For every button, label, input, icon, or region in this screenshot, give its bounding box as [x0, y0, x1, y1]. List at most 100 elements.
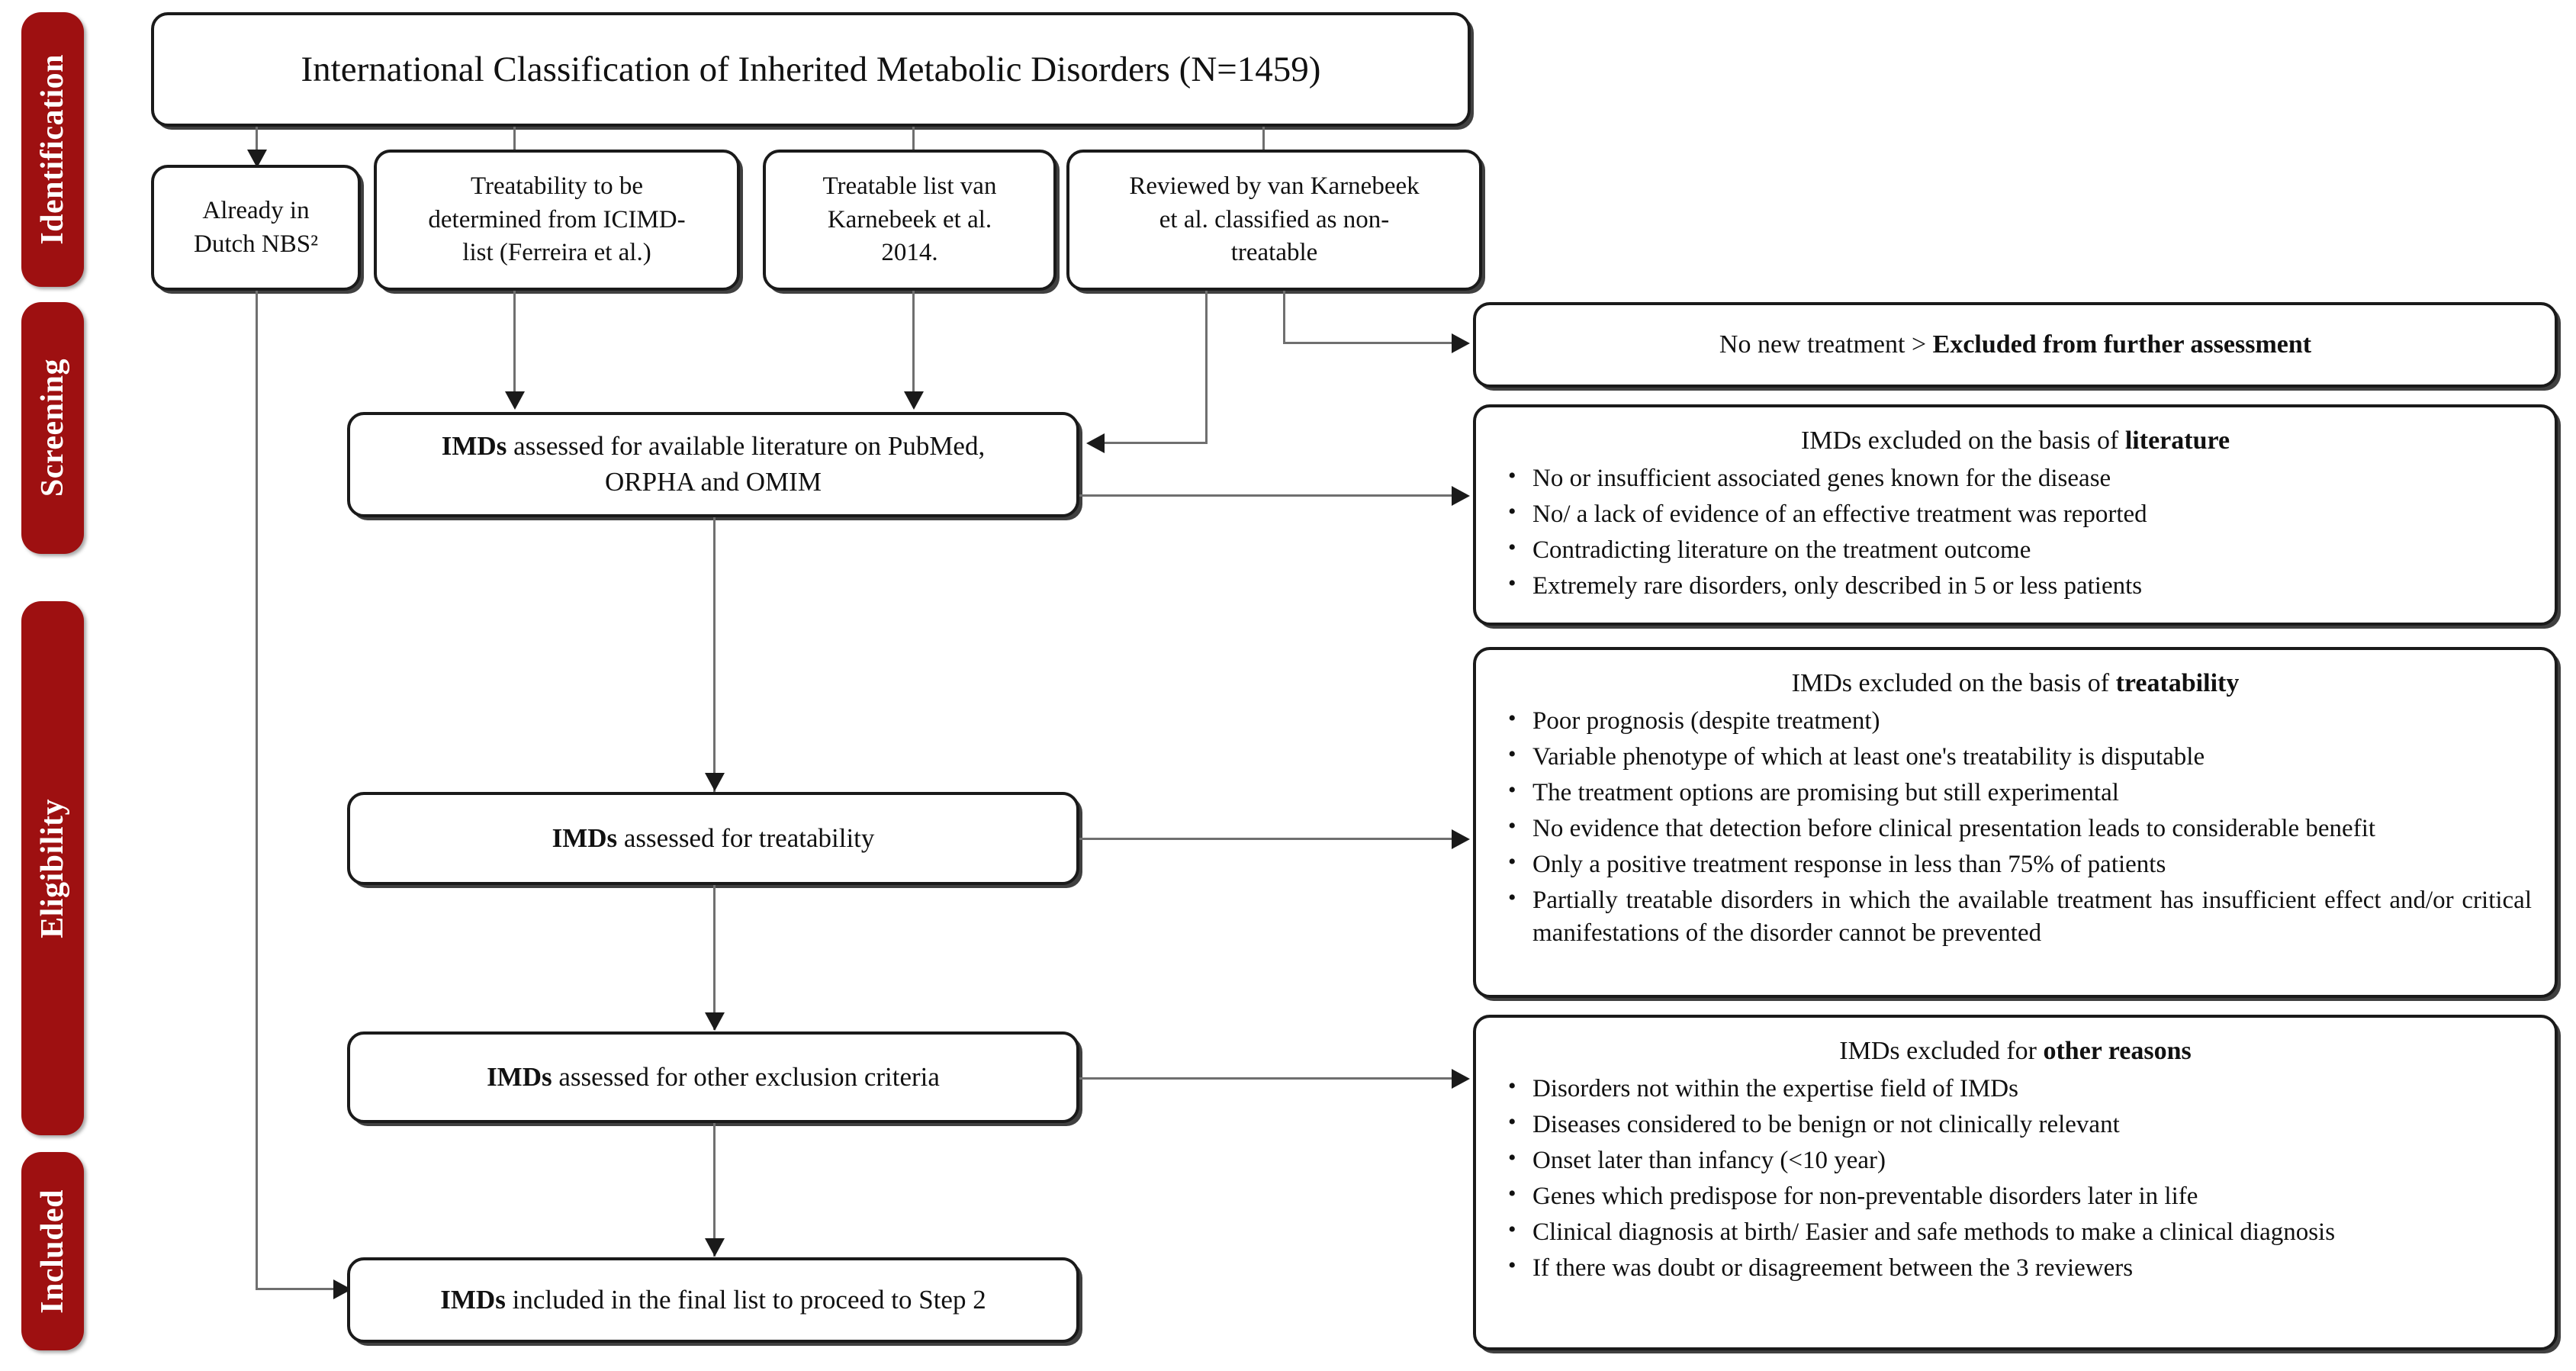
connector-source4-to-literature-v [1205, 291, 1208, 442]
arrow-source4-to-literature [1086, 433, 1105, 453]
literature-exclusions-heading-plain: IMDs excluded on the basis of [1800, 426, 2125, 455]
source4-line3: treatable [1230, 239, 1318, 267]
source4-line2: et al. classified as non- [1159, 205, 1390, 233]
literature-assessed-line2: ORPHA and OMIM [605, 467, 822, 497]
connector-source2-to-literature [513, 291, 516, 394]
treatability-exclusions-heading: IMDs excluded on the basis of treatabili… [1499, 667, 2532, 700]
exclusion-box-literature: IMDs excluded on the basis of literature… [1473, 404, 2558, 626]
connector-treatability-to-other [713, 885, 716, 1030]
literature-exclusions-heading-bold: literature [2124, 426, 2230, 455]
no-new-treatment-text: No new treatment > Excluded from further… [1490, 330, 2541, 359]
literature-assessed-bold: IMDs [441, 431, 507, 462]
connector-source4-to-nonewtreatment-v [1283, 291, 1285, 342]
other-criteria-rest: assessed for other exclusion criteria [552, 1061, 940, 1092]
treatability-exclusions-heading-bold: treatability [2115, 669, 2240, 697]
exclusion-box-no-new-treatment: No new treatment > Excluded from further… [1473, 302, 2558, 388]
list-item: Diseases considered to be benign or not … [1499, 1107, 2532, 1142]
treatability-assessed-text: IMDs assessed for treatability [364, 821, 1063, 857]
literature-assessed-rest: assessed for available literature on Pub… [507, 431, 986, 462]
no-new-treatment-plain: No new treatment > [1719, 330, 1933, 359]
flow-box-included-final: IMDs included in the final list to proce… [347, 1257, 1079, 1343]
connector-title-to-source3 [912, 127, 915, 154]
connector-literature-to-treatability [713, 517, 716, 792]
other-reasons-heading-plain: IMDs excluded for [1839, 1037, 2044, 1065]
arrow-other-to-excl [1452, 1069, 1470, 1089]
connector-source1-to-included [256, 1288, 339, 1290]
list-item: Genes which predispose for non-preventab… [1499, 1179, 2532, 1214]
source4-line1: Reviewed by van Karnebeek [1129, 172, 1420, 201]
connector-title-to-source4 [1262, 127, 1265, 154]
arrow-literature-to-treatability [705, 773, 725, 791]
connector-source1-down [256, 291, 258, 1289]
list-item: Contradicting literature on the treatmen… [1499, 533, 2532, 568]
no-new-treatment-bold: Excluded from further assessment [1932, 330, 2312, 359]
arrow-other-to-included [705, 1238, 725, 1257]
other-criteria-text: IMDs assessed for other exclusion criter… [364, 1060, 1063, 1096]
arrow-treatability-to-other [705, 1012, 725, 1031]
connector-treatability-to-excl [1079, 838, 1453, 840]
source2-line1: Treatability to be [470, 172, 644, 201]
treatability-assessed-bold: IMDs [552, 822, 618, 853]
treatability-exclusions-heading-plain: IMDs excluded on the basis of [1791, 669, 2116, 697]
treatability-assessed-rest: assessed for treatability [617, 822, 875, 853]
list-item: Only a positive treatment response in le… [1499, 847, 2532, 882]
literature-exclusions-heading: IMDs excluded on the basis of literature [1499, 424, 2532, 458]
arrow-source4-to-nonewtreatment [1452, 333, 1470, 353]
stage-bar-identification: Identification [21, 12, 84, 287]
list-item: Disorders not within the expertise field… [1499, 1071, 2532, 1106]
included-final-text: IMDs included in the final list to proce… [364, 1282, 1063, 1318]
source-box-treatability-icimd: Treatability to be determined from ICIMD… [374, 150, 740, 291]
list-item: Onset later than infancy (<10 year) [1499, 1143, 2532, 1178]
included-final-rest: included in the final list to proceed to… [505, 1284, 986, 1315]
source1-line1: Already in [202, 196, 310, 224]
source-box-treatable-list-2014: Treatable list van Karnebeek et al. 2014… [763, 150, 1056, 291]
exclusion-box-other-reasons: IMDs excluded for other reasons Disorder… [1473, 1015, 2558, 1350]
list-item: No evidence that detection before clinic… [1499, 811, 2532, 846]
source2-line2: determined from ICIMD- [428, 205, 686, 233]
treatability-exclusions-list: Poor prognosis (despite treatment) Varia… [1499, 703, 2532, 951]
list-item: Variable phenotype of which at least one… [1499, 739, 2532, 774]
title-text: International Classification of Inherite… [301, 49, 1321, 89]
connector-source4-to-literature-h [1105, 442, 1208, 444]
included-final-bold: IMDs [440, 1284, 506, 1315]
other-reasons-heading: IMDs excluded for other reasons [1499, 1035, 2532, 1068]
other-reasons-heading-bold: other reasons [2043, 1037, 2192, 1065]
flow-box-other-criteria: IMDs assessed for other exclusion criter… [347, 1031, 1079, 1123]
exclusion-box-treatability: IMDs excluded on the basis of treatabili… [1473, 647, 2558, 998]
other-reasons-list: Disorders not within the expertise field… [1499, 1071, 2532, 1286]
literature-exclusions-list: No or insufficient associated genes know… [1499, 461, 2532, 603]
source2-line3: list (Ferreira et al.) [462, 239, 651, 267]
connector-other-to-included [713, 1123, 716, 1257]
list-item: Clinical diagnosis at birth/ Easier and … [1499, 1215, 2532, 1250]
arrow-source3-to-literature [904, 391, 924, 410]
source-box-already-in-dutch-nbs: Already in Dutch NBS² [151, 165, 361, 291]
arrow-treatability-to-excl [1452, 829, 1470, 849]
list-item: No/ a lack of evidence of an effective t… [1499, 497, 2532, 532]
flow-box-treatability-assessed: IMDs assessed for treatability [347, 792, 1079, 885]
stage-bar-included: Included [21, 1152, 84, 1350]
list-item: If there was doubt or disagreement betwe… [1499, 1250, 2532, 1286]
list-item: Extremely rare disorders, only described… [1499, 568, 2532, 603]
source1-line2: Dutch NBS² [194, 230, 318, 258]
stage-label-screening: Screening [35, 359, 70, 497]
stage-label-included: Included [35, 1189, 70, 1314]
stage-bar-eligibility: Eligibility [21, 601, 84, 1135]
list-item: No or insufficient associated genes know… [1499, 461, 2532, 496]
source-box-reviewed-non-treatable: Reviewed by van Karnebeek et al. classif… [1066, 150, 1482, 291]
source3-line2: Karnebeek et al. [827, 205, 992, 233]
arrow-source2-to-literature [505, 391, 525, 410]
connector-source4-to-nonewtreatment-h [1283, 342, 1452, 344]
list-item: Partially treatable disorders in which t… [1499, 883, 2532, 951]
stage-label-eligibility: Eligibility [35, 798, 70, 938]
source3-line3: 2014. [881, 239, 938, 267]
list-item: Poor prognosis (despite treatment) [1499, 703, 2532, 739]
connector-source3-to-literature [912, 291, 915, 394]
title-box: International Classification of Inherite… [151, 12, 1471, 127]
other-criteria-bold: IMDs [487, 1061, 552, 1092]
arrow-literature-to-excl [1452, 486, 1470, 506]
source3-line1: Treatable list van [822, 172, 997, 201]
connector-title-to-source1 [256, 127, 258, 154]
list-item: The treatment options are promising but … [1499, 775, 2532, 810]
connector-literature-to-excl [1079, 494, 1453, 497]
